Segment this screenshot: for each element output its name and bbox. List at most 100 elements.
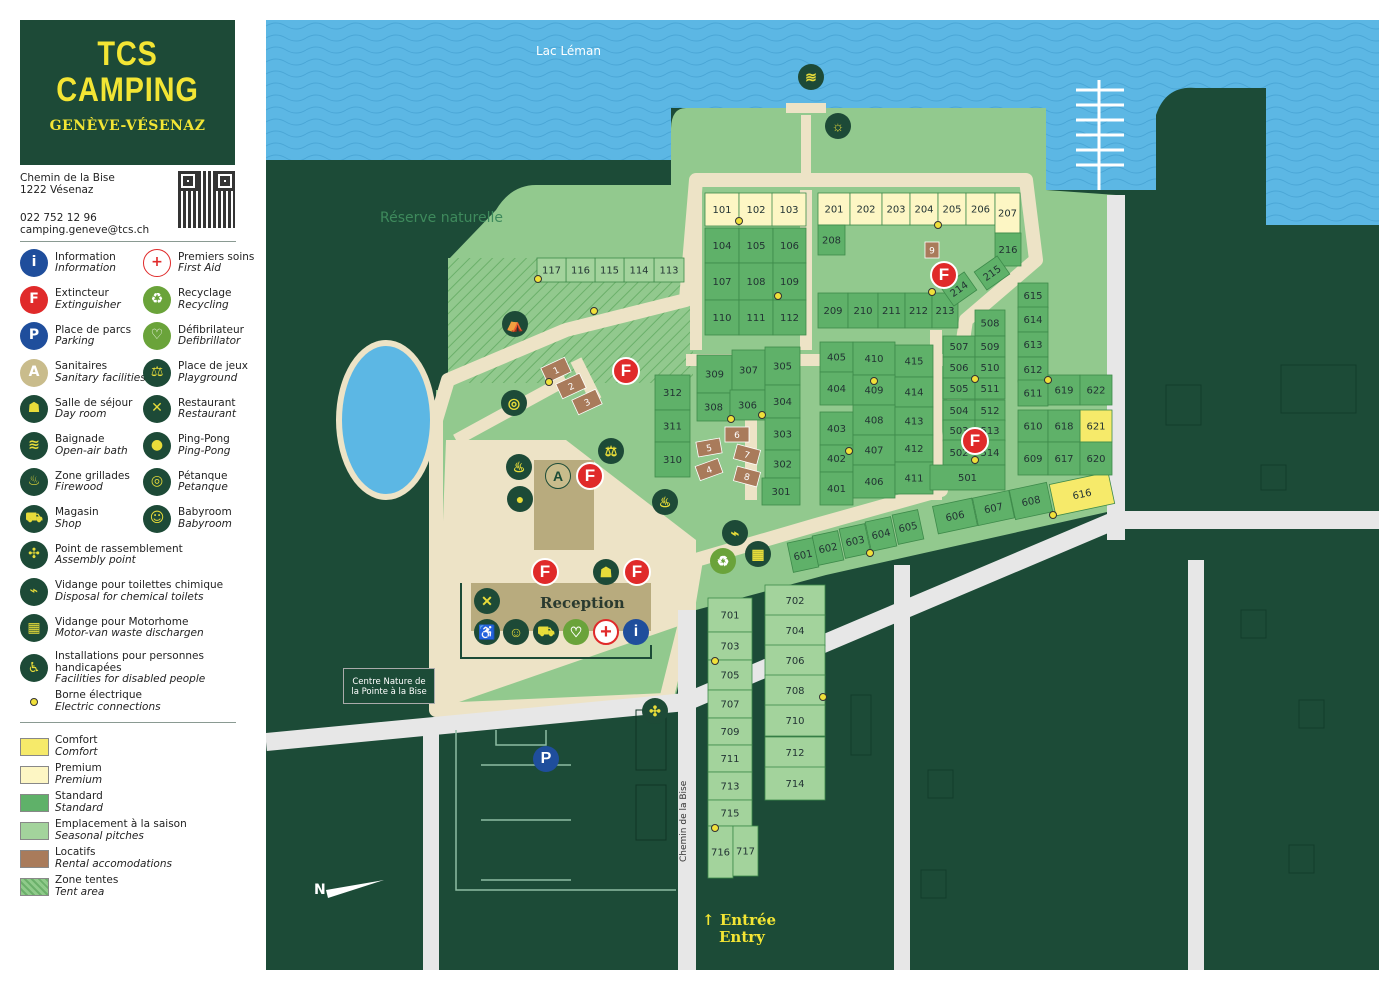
pitch-209[interactable]: 209 bbox=[817, 292, 849, 329]
pitch-9[interactable]: 9 bbox=[924, 241, 940, 259]
chemical-toilet-icon[interactable]: ⌁ bbox=[722, 520, 748, 546]
pitch-716[interactable]: 716 bbox=[707, 825, 734, 879]
accessible-icon[interactable]: ♿ bbox=[474, 619, 500, 645]
pitch-205[interactable]: 205 bbox=[937, 192, 967, 226]
pitch-511[interactable]: 511 bbox=[974, 377, 1006, 400]
standard-pitch-shape[interactable] bbox=[1079, 441, 1113, 476]
standard-pitch-shape[interactable] bbox=[764, 384, 801, 419]
pitch-1[interactable]: 1 bbox=[540, 356, 572, 384]
pitch-111[interactable]: 111 bbox=[738, 299, 774, 336]
standard-pitch-shape[interactable] bbox=[738, 227, 774, 264]
pitch-507[interactable]: 507 bbox=[942, 335, 976, 358]
pitch-4[interactable]: 4 bbox=[694, 457, 724, 482]
pitch-105[interactable]: 105 bbox=[738, 227, 774, 264]
firewood-icon[interactable]: ♨ bbox=[506, 454, 532, 480]
standard-pitch-shape[interactable] bbox=[819, 411, 854, 446]
pitch-611[interactable]: 611 bbox=[1017, 379, 1049, 407]
standard-pitch-shape[interactable] bbox=[894, 461, 934, 495]
comfort-pitch-shape[interactable] bbox=[1048, 471, 1116, 517]
rental-pitch-shape[interactable] bbox=[724, 426, 750, 443]
seasonal-pitch-shape[interactable] bbox=[594, 257, 625, 283]
email[interactable]: camping.geneve@tcs.ch bbox=[20, 224, 150, 236]
extinguisher-icon[interactable]: F bbox=[930, 261, 958, 289]
seasonal-pitch-shape[interactable] bbox=[732, 825, 759, 877]
pitch-401[interactable]: 401 bbox=[819, 471, 854, 506]
seasonal-pitch-shape[interactable] bbox=[764, 704, 826, 737]
pitch-307[interactable]: 307 bbox=[731, 349, 766, 391]
pitch-103[interactable]: 103 bbox=[771, 192, 807, 227]
pitch-107[interactable]: 107 bbox=[704, 262, 740, 301]
pitch-411[interactable]: 411 bbox=[894, 461, 934, 495]
pitch-619[interactable]: 619 bbox=[1047, 374, 1081, 406]
standard-pitch-shape[interactable] bbox=[761, 477, 801, 506]
standard-pitch-shape[interactable] bbox=[973, 255, 1011, 291]
pitch-709[interactable]: 709 bbox=[707, 717, 753, 746]
pitch-302[interactable]: 302 bbox=[764, 449, 801, 479]
seasonal-pitch-shape[interactable] bbox=[707, 744, 753, 773]
standard-pitch-shape[interactable] bbox=[704, 262, 740, 301]
pitch-405[interactable]: 405 bbox=[819, 341, 854, 373]
premium-pitch-shape[interactable] bbox=[771, 192, 807, 227]
pitch-8[interactable]: 8 bbox=[732, 465, 762, 488]
pitch-404[interactable]: 404 bbox=[819, 371, 854, 406]
pitch-415[interactable]: 415 bbox=[894, 344, 934, 378]
standard-pitch-shape[interactable] bbox=[1008, 481, 1054, 521]
standard-pitch-shape[interactable] bbox=[817, 224, 846, 256]
standard-pitch-shape[interactable] bbox=[932, 497, 978, 535]
babyroom-icon[interactable]: ☺ bbox=[503, 619, 529, 645]
pitch-616[interactable]: 616 bbox=[1048, 471, 1116, 517]
seasonal-pitch-shape[interactable] bbox=[707, 689, 753, 719]
pitch-406[interactable]: 406 bbox=[852, 464, 896, 499]
pitch-210[interactable]: 210 bbox=[847, 292, 879, 329]
pitch-408[interactable]: 408 bbox=[852, 404, 896, 436]
premium-pitch-shape[interactable] bbox=[849, 192, 883, 226]
seasonal-pitch-shape[interactable] bbox=[623, 257, 655, 283]
extinguisher-icon[interactable]: F bbox=[623, 558, 651, 586]
standard-pitch-shape[interactable] bbox=[811, 530, 845, 566]
shop-icon[interactable]: ⛟ bbox=[533, 619, 559, 645]
standard-pitch-shape[interactable] bbox=[864, 516, 898, 552]
seasonal-pitch-shape[interactable] bbox=[764, 584, 826, 617]
qr-code[interactable] bbox=[178, 171, 235, 228]
rental-pitch-shape[interactable] bbox=[732, 465, 762, 488]
petanque-icon[interactable]: ◎ bbox=[501, 390, 527, 416]
standard-pitch-shape[interactable] bbox=[852, 434, 896, 466]
pitch-505[interactable]: 505 bbox=[942, 377, 976, 400]
pitch-2[interactable]: 2 bbox=[555, 372, 587, 400]
pitch-5[interactable]: 5 bbox=[695, 437, 723, 458]
pitch-714[interactable]: 714 bbox=[764, 766, 826, 801]
standard-pitch-shape[interactable] bbox=[974, 309, 1006, 337]
pitch-712[interactable]: 712 bbox=[764, 736, 826, 769]
defibrillator-icon[interactable]: ♡ bbox=[563, 619, 589, 645]
seasonal-pitch-shape[interactable] bbox=[764, 766, 826, 801]
pitch-204[interactable]: 204 bbox=[909, 192, 939, 226]
pitch-504[interactable]: 504 bbox=[942, 399, 976, 422]
pitch-203[interactable]: 203 bbox=[881, 192, 911, 226]
pitch-308[interactable]: 308 bbox=[696, 392, 731, 422]
pitch-601[interactable]: 601 bbox=[786, 537, 820, 573]
pitch-703[interactable]: 703 bbox=[707, 631, 753, 661]
standard-pitch-shape[interactable] bbox=[1017, 306, 1049, 333]
extinguisher-icon[interactable]: F bbox=[612, 357, 640, 385]
pitch-608[interactable]: 608 bbox=[1008, 481, 1054, 521]
rental-pitch-shape[interactable] bbox=[695, 437, 723, 458]
pitch-620[interactable]: 620 bbox=[1079, 441, 1113, 476]
standard-pitch-shape[interactable] bbox=[974, 377, 1006, 400]
seasonal-pitch-shape[interactable] bbox=[707, 597, 753, 633]
pitch-501[interactable]: 501 bbox=[929, 464, 1006, 491]
pitch-310[interactable]: 310 bbox=[654, 441, 691, 478]
standard-pitch-shape[interactable] bbox=[654, 441, 691, 478]
standard-pitch-shape[interactable] bbox=[838, 523, 872, 559]
standard-pitch-shape[interactable] bbox=[1079, 374, 1113, 406]
pitch-605[interactable]: 605 bbox=[891, 509, 925, 545]
extinguisher-icon[interactable]: F bbox=[961, 427, 989, 455]
sanitary-icon[interactable]: A bbox=[545, 463, 571, 489]
pitch-114[interactable]: 114 bbox=[623, 257, 655, 283]
premium-pitch-shape[interactable] bbox=[965, 192, 996, 226]
pitch-211[interactable]: 211 bbox=[877, 292, 906, 329]
pitch-702[interactable]: 702 bbox=[764, 584, 826, 617]
standard-pitch-shape[interactable] bbox=[704, 299, 740, 336]
seasonal-pitch-shape[interactable] bbox=[764, 644, 826, 677]
standard-pitch-shape[interactable] bbox=[894, 344, 934, 378]
seasonal-pitch-shape[interactable] bbox=[565, 257, 596, 283]
